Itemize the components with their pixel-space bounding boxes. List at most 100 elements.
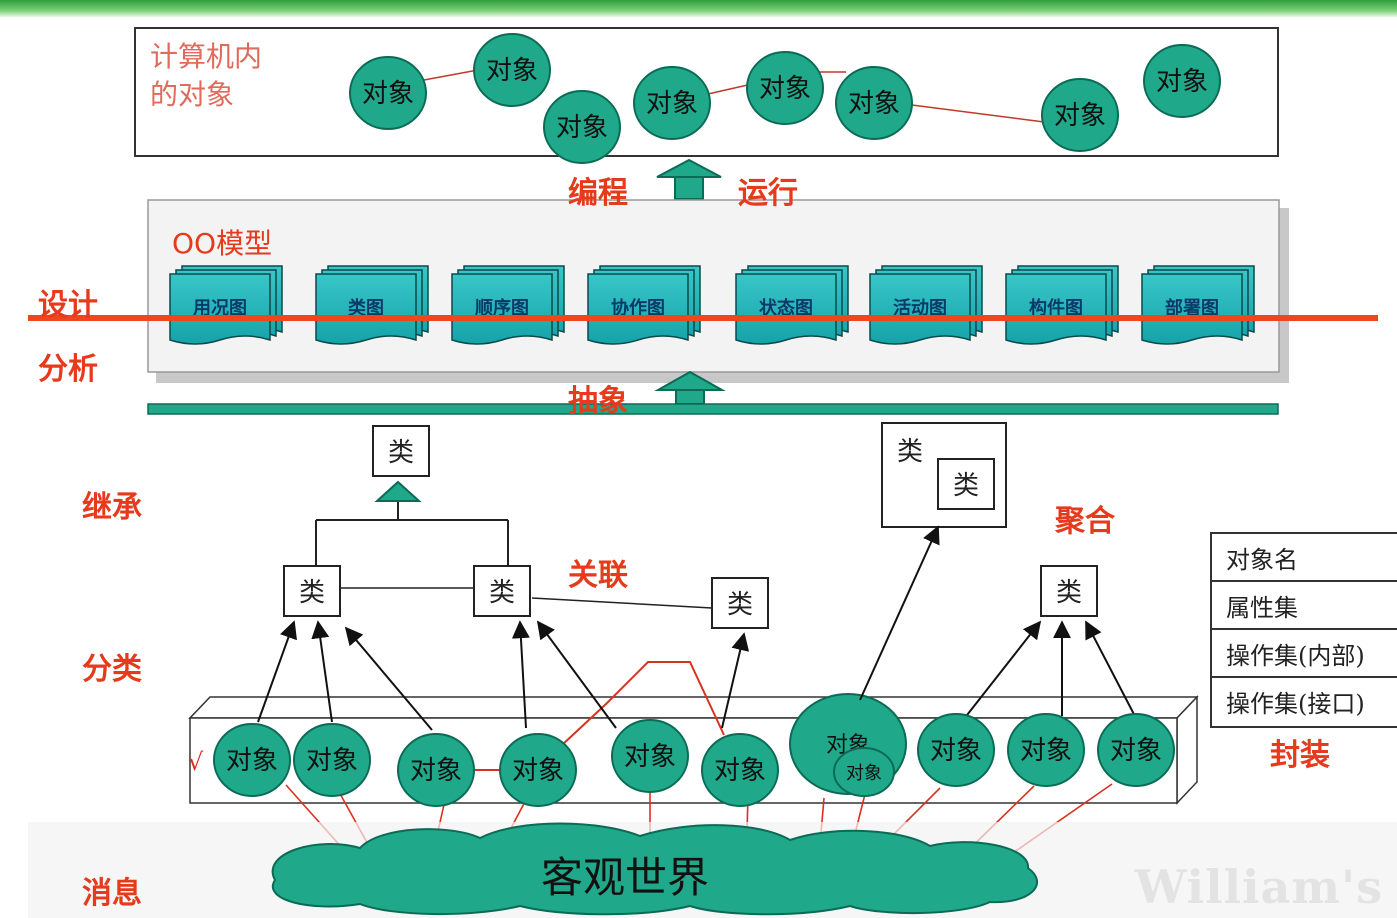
uml-doc-1: 用况图 — [169, 265, 283, 345]
slab-object-1: 对象 — [213, 723, 291, 797]
oo-model-title: OO模型 — [172, 227, 273, 260]
association-label: 关联 — [568, 558, 628, 593]
class-boxes: 类类类类类类类 — [283, 425, 1098, 629]
watermark: William's — [1134, 860, 1383, 914]
slab-object-inner-label: 对象 — [846, 763, 882, 784]
top-object-4-label: 对象 — [646, 89, 698, 119]
slab-object-5: 对象 — [611, 719, 689, 793]
class-left-label: 类 — [299, 578, 325, 608]
class-parent-label: 类 — [388, 438, 414, 468]
slab-object-9-label: 对象 — [1110, 736, 1162, 766]
objective-world-label: 客观世界 — [541, 853, 709, 902]
uml-doc-label-8: 部署图 — [1165, 297, 1219, 319]
uml-doc-label-2: 类图 — [348, 297, 384, 319]
classification-arrow-1 — [257, 620, 297, 723]
slab-object-4: 对象 — [499, 733, 577, 807]
encapsulation-label: 封装 — [1270, 738, 1330, 773]
computer-objects-label: 计算机内 的对象 — [150, 38, 262, 114]
class-mid: 类 — [473, 565, 531, 617]
top-object-8: 对象 — [1143, 44, 1221, 118]
running-label: 运行 — [738, 176, 798, 211]
analysis-label: 分析 — [38, 352, 98, 387]
slab-object-7-label: 对象 — [930, 736, 982, 766]
class-aggregate-label: 类 — [1056, 578, 1082, 608]
encap-attribute-set: 属性集 — [1212, 582, 1397, 630]
uml-doc-label-4: 协作图 — [611, 297, 665, 319]
slab-object-5-label: 对象 — [624, 742, 676, 772]
abstraction-bar — [147, 403, 1279, 415]
slab-object-6-label: 对象 — [714, 756, 766, 786]
class-parent: 类 — [372, 425, 430, 477]
inheritance-triangle — [374, 480, 422, 502]
top-object-8-label: 对象 — [1156, 67, 1208, 97]
top-object-5-label: 对象 — [759, 74, 811, 104]
inheritance-label: 继承 — [82, 490, 142, 525]
message-label: 消息 — [82, 876, 142, 911]
encap-operations-internal: 操作集(内部) — [1212, 630, 1397, 678]
top-object-4: 对象 — [633, 66, 711, 140]
classification-arrow-2 — [311, 620, 333, 723]
object-link-curve — [561, 661, 725, 746]
association-lines — [340, 587, 713, 609]
class-inner: 类 — [937, 458, 995, 510]
uml-doc-8: 部署图 — [1141, 265, 1255, 345]
computer-objects-label-line1: 计算机内 — [150, 40, 263, 73]
computer-objects-label-line2: 的对象 — [150, 78, 235, 111]
classification-arrow-6 — [721, 632, 750, 729]
encap-object-name: 对象名 — [1212, 534, 1397, 582]
objective-world-cloud — [28, 822, 1397, 918]
uml-doc-label-5: 状态图 — [759, 297, 813, 319]
inheritance-structure — [315, 500, 509, 566]
uml-doc-3: 顺序图 — [451, 265, 565, 345]
classification-label: 分类 — [82, 652, 142, 687]
programming-label: 编程 — [568, 176, 628, 211]
uml-doc-6: 活动图 — [869, 265, 983, 345]
top-object-6: 对象 — [835, 66, 913, 140]
uml-doc-label-7: 构件图 — [1029, 297, 1083, 319]
slab-object-2-label: 对象 — [306, 746, 358, 776]
top-object-3: 对象 — [543, 90, 621, 164]
class-outer-label: 类 — [897, 437, 923, 467]
top-object-2: 对象 — [473, 33, 551, 107]
uml-doc-2: 类图 — [315, 265, 429, 345]
uml-doc-label-3: 顺序图 — [475, 297, 529, 319]
top-object-1: 对象 — [349, 56, 427, 130]
slab-object-8: 对象 — [1007, 713, 1085, 787]
class-right: 类 — [711, 577, 769, 629]
slab-object-3: 对象 — [397, 733, 475, 807]
classification-arrow-7 — [959, 620, 1042, 725]
classification-arrow-5 — [536, 620, 617, 729]
slab-object-2: 对象 — [293, 723, 371, 797]
uml-doc-5: 状态图 — [735, 265, 849, 345]
encap-operations-interface: 操作集(接口) — [1226, 690, 1365, 718]
top-object-6-label: 对象 — [848, 89, 900, 119]
up-arrow-programming — [656, 158, 722, 200]
aggregation-label: 聚合 — [1055, 504, 1115, 539]
class-mid-label: 类 — [489, 578, 515, 608]
class-right-label: 类 — [727, 590, 753, 620]
object-links-top — [423, 69, 1045, 123]
slab-object-6: 对象 — [701, 733, 779, 807]
classification-arrow-3 — [344, 626, 433, 731]
slab-object-1-label: 对象 — [226, 746, 278, 776]
uml-doc-label-1: 用况图 — [193, 298, 247, 319]
uml-doc-4: 协作图 — [587, 265, 701, 345]
slab-objects-group: 对象对象对象对象对象对象对象对象对象对象对象 — [213, 693, 1175, 807]
classification-arrows — [257, 620, 1139, 731]
class-left: 类 — [283, 565, 341, 617]
slab-object-7: 对象 — [917, 713, 995, 787]
uml-doc-label-6: 活动图 — [893, 297, 947, 319]
encapsulation-box: 对象名 属性集 操作集(内部) 操作集(接口) — [1210, 532, 1397, 728]
top-objects-group: 对象对象对象对象对象对象对象对象 — [349, 33, 1221, 164]
top-object-7: 对象 — [1041, 78, 1119, 152]
up-arrow-abstraction — [654, 370, 726, 405]
slab-object-9: 对象 — [1097, 713, 1175, 787]
top-object-1-label: 对象 — [362, 79, 414, 109]
class-aggregate: 类 — [1040, 565, 1098, 617]
uml-doc-7: 构件图 — [1005, 265, 1119, 345]
class-inner-label: 类 — [953, 471, 979, 501]
aggregation-arrow — [859, 525, 940, 701]
